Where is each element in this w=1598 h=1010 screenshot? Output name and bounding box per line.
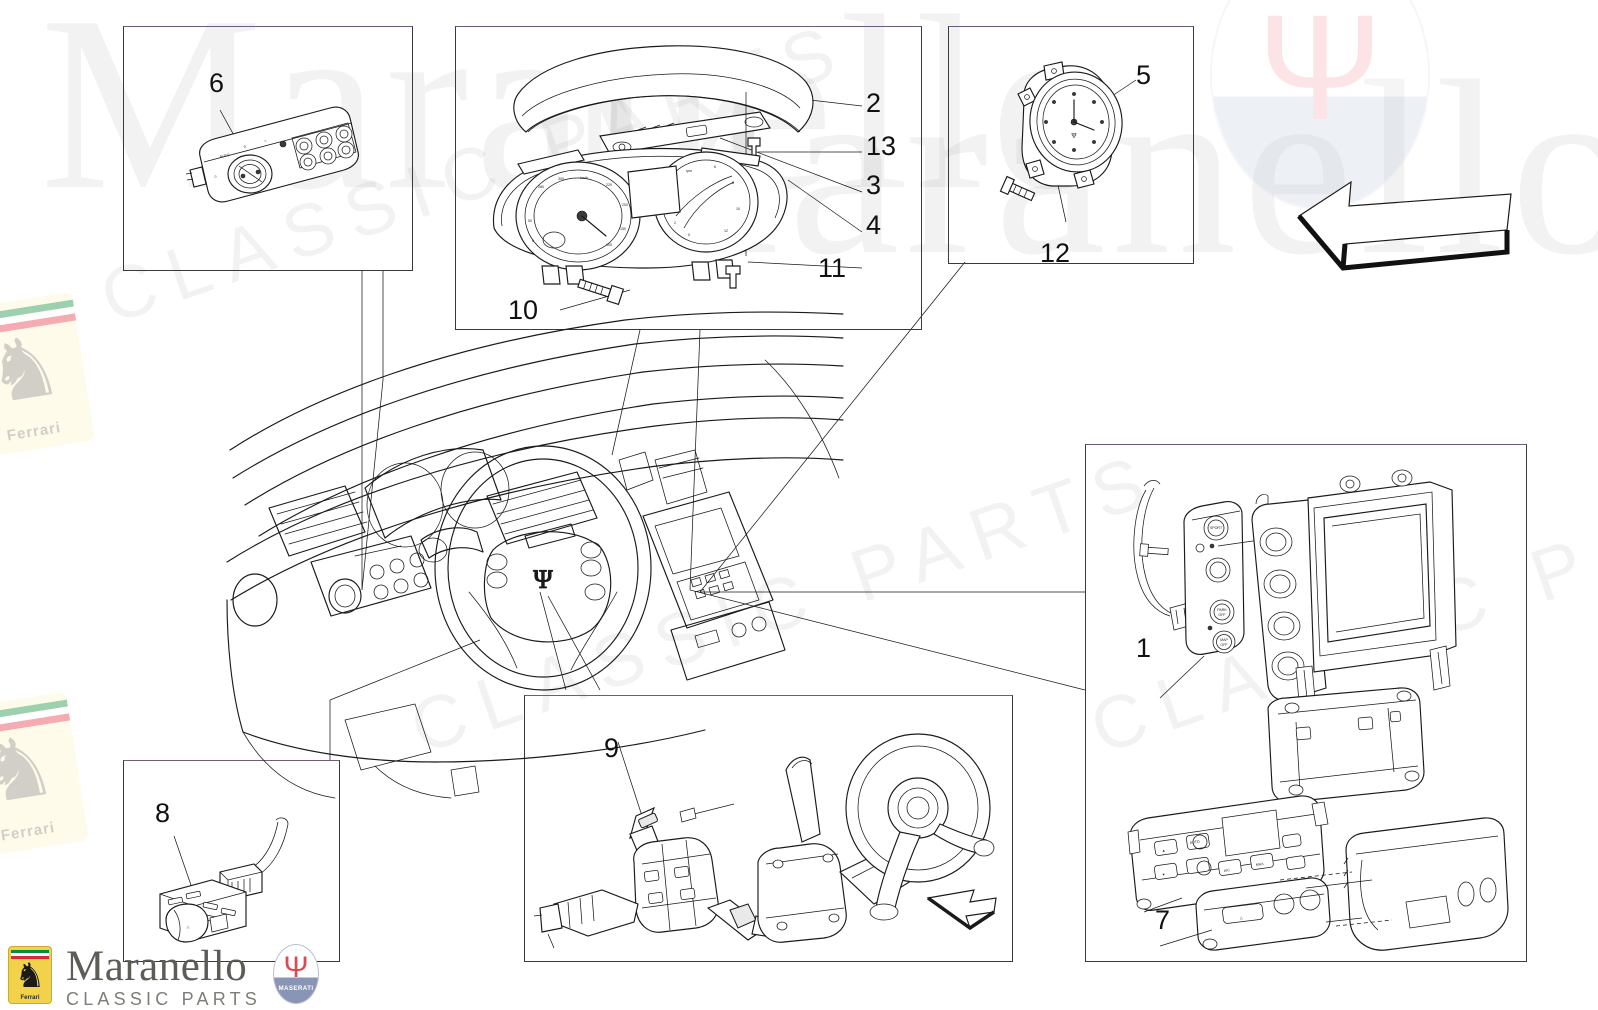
steering-column-art bbox=[533, 733, 997, 949]
panel-clock bbox=[948, 26, 1194, 264]
callout-13: 13 bbox=[866, 131, 897, 161]
maserati-badge-logo: Ψ MASERATI bbox=[272, 944, 319, 1004]
svg-text:△: △ bbox=[187, 925, 191, 929]
svg-text:12: 12 bbox=[724, 229, 728, 233]
panel-instrument-cluster bbox=[455, 26, 922, 330]
light-switch-art: AUTO 0 ☼ ☺ bbox=[185, 106, 359, 203]
callout-3: 3 bbox=[866, 170, 882, 200]
switch-connector-art: △ bbox=[159, 817, 289, 943]
svg-text:SPORT: SPORT bbox=[1210, 526, 1223, 530]
svg-text:300: 300 bbox=[558, 177, 564, 181]
dashboard-illustration: Ψ bbox=[226, 311, 844, 799]
instrument-cluster-art: 280 300 km/h 220 200 150 100 0 50 rpm 6 8 10 1… bbox=[492, 45, 863, 311]
svg-text:150: 150 bbox=[620, 227, 626, 231]
svg-text:AUTO: AUTO bbox=[1190, 840, 1201, 845]
svg-text:220: 220 bbox=[606, 183, 612, 187]
svg-text:Ψ: Ψ bbox=[533, 565, 553, 594]
callout-11: 11 bbox=[818, 253, 847, 283]
svg-text:AUTO: AUTO bbox=[219, 153, 230, 159]
callout-9: 9 bbox=[604, 733, 620, 763]
brand-name: Maranello bbox=[66, 943, 248, 990]
brand-footer: ♞ Ferrari Maranello CLASSIC PARTS Ψ MASE… bbox=[8, 944, 319, 1008]
maserati-wordmark: MASERATI bbox=[278, 985, 314, 992]
svg-text:MAX: MAX bbox=[1256, 862, 1265, 867]
callout-6: 6 bbox=[209, 68, 225, 98]
svg-text:Ψ: Ψ bbox=[1071, 132, 1077, 140]
panel-console-controls bbox=[1085, 444, 1527, 962]
svg-text:2: 2 bbox=[674, 221, 676, 225]
svg-text:A/C: A/C bbox=[1224, 868, 1231, 873]
console-controls-art: SPORT PARK OFF MAP OFF bbox=[1127, 469, 1509, 951]
svg-text:50: 50 bbox=[528, 219, 532, 223]
clock-art: Ψ bbox=[999, 61, 1137, 223]
svg-text:10: 10 bbox=[736, 207, 740, 211]
svg-text:0: 0 bbox=[688, 233, 690, 237]
svg-text:280: 280 bbox=[538, 185, 544, 189]
callout-8: 8 bbox=[155, 798, 171, 828]
svg-text:8: 8 bbox=[732, 181, 734, 185]
svg-text:200: 200 bbox=[622, 203, 628, 207]
svg-text:100: 100 bbox=[606, 243, 612, 247]
svg-text:0: 0 bbox=[532, 239, 534, 243]
svg-text:km/h: km/h bbox=[580, 176, 588, 180]
svg-text:▼: ▼ bbox=[1162, 873, 1166, 877]
svg-text:PARK: PARK bbox=[1217, 608, 1227, 612]
svg-text:☺: ☺ bbox=[213, 174, 217, 179]
prancing-horse-icon: ♞ bbox=[14, 957, 46, 996]
svg-text:MAP: MAP bbox=[1220, 638, 1228, 642]
panel-steering-column bbox=[524, 695, 1013, 962]
trident-icon: Ψ bbox=[283, 951, 309, 985]
panel-switch-connector bbox=[123, 760, 340, 962]
direction-arrow-large bbox=[1297, 180, 1512, 271]
svg-text:☼: ☼ bbox=[263, 138, 267, 143]
callout-12: 12 bbox=[1040, 238, 1071, 268]
ferrari-wordmark: Ferrari bbox=[20, 995, 40, 1001]
callout-2: 2 bbox=[866, 88, 882, 118]
callout-4: 4 bbox=[866, 210, 882, 240]
callout-10: 10 bbox=[508, 295, 539, 325]
svg-text:OFF: OFF bbox=[1218, 613, 1226, 617]
callout-7: 7 bbox=[1155, 905, 1171, 935]
svg-text:OFF: OFF bbox=[1220, 643, 1228, 647]
svg-text:6: 6 bbox=[714, 165, 716, 169]
svg-text:▲: ▲ bbox=[1162, 849, 1166, 853]
svg-text:0: 0 bbox=[243, 145, 246, 149]
panel-light-switch bbox=[123, 26, 413, 271]
callout-5: 5 bbox=[1136, 60, 1152, 90]
svg-text:rpm: rpm bbox=[686, 169, 692, 173]
svg-text:△: △ bbox=[1240, 916, 1244, 920]
ferrari-shield-logo: ♞ Ferrari bbox=[8, 946, 52, 1004]
callout-1: 1 bbox=[1136, 633, 1152, 663]
brand-subtitle: CLASSIC PARTS bbox=[66, 989, 261, 1009]
